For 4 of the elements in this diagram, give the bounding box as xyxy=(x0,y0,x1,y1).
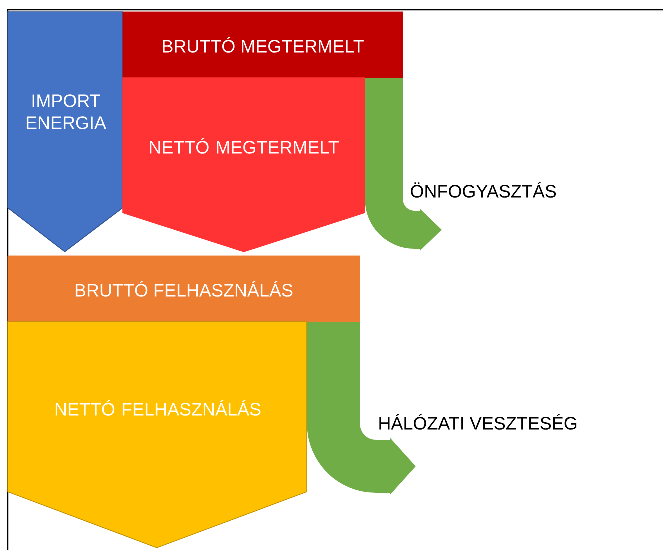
arrow-label: HÁLÓZATI VESZTESÉG xyxy=(380,414,577,430)
arrow-label: ÖNFOGYASZTÁS xyxy=(411,182,556,198)
header-band: BRUTTÓ MEGTERMELT xyxy=(122,12,404,78)
header-band: BRUTTÓ FELHASZNÁLÁS xyxy=(8,256,360,322)
